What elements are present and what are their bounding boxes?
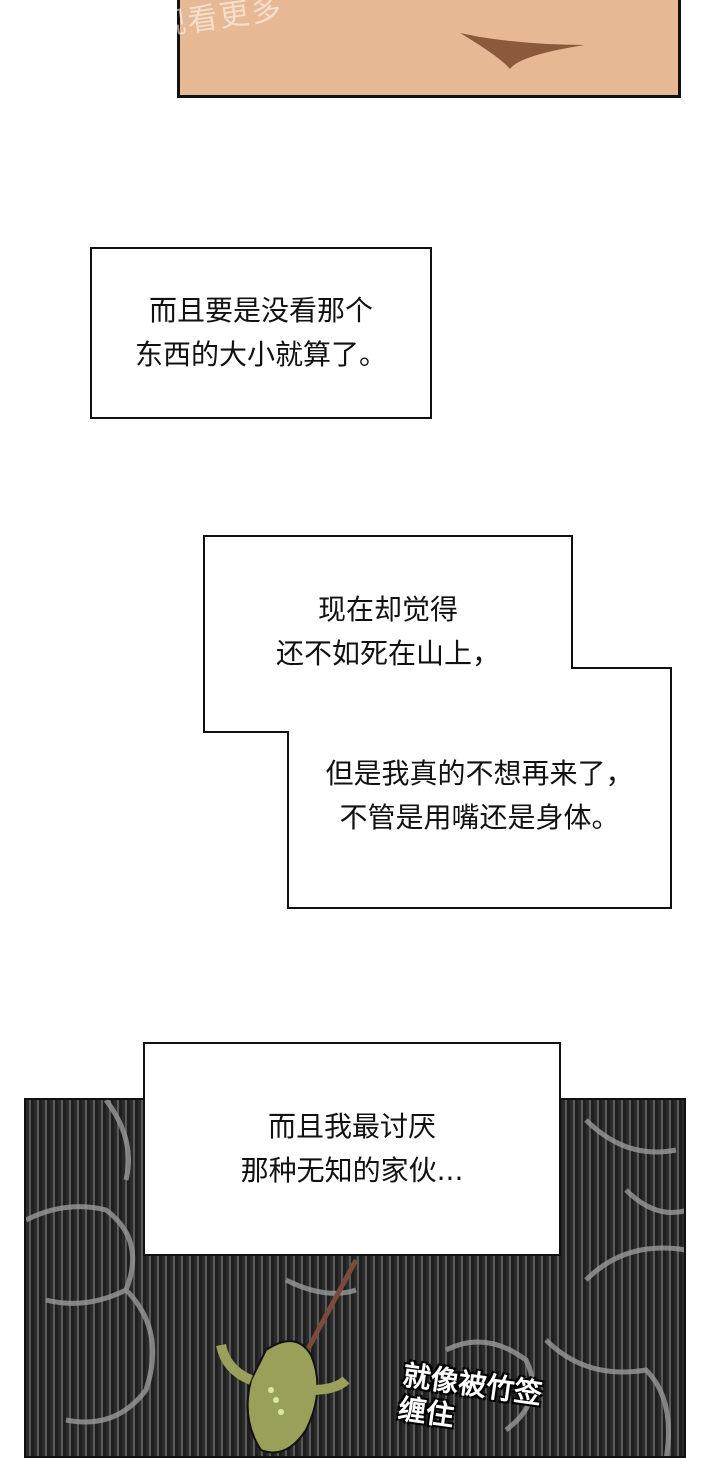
caption-box-1: 而且要是没看那个 东西的大小就算了。 — [90, 247, 432, 419]
caption-text-2: 现在却觉得 还不如死在山上， — [275, 593, 500, 670]
caption-text-3: 但是我真的不想再来了， 不管是用嘴还是身体。 — [325, 757, 634, 834]
caption-box-2-shape — [203, 535, 672, 909]
top-panel — [177, 0, 681, 98]
caption-text-1: 而且要是没看那个 东西的大小就算了。 — [134, 294, 387, 371]
frog-figure — [216, 1340, 350, 1454]
caption-box-4: 而且我最讨厌 那种无知的家伙... — [143, 1042, 561, 1256]
panel-art — [460, 33, 585, 69]
crackle-pattern — [26, 1100, 684, 1456]
caption-text-4: 而且我最讨厌 那种无知的家伙... — [240, 1110, 464, 1187]
